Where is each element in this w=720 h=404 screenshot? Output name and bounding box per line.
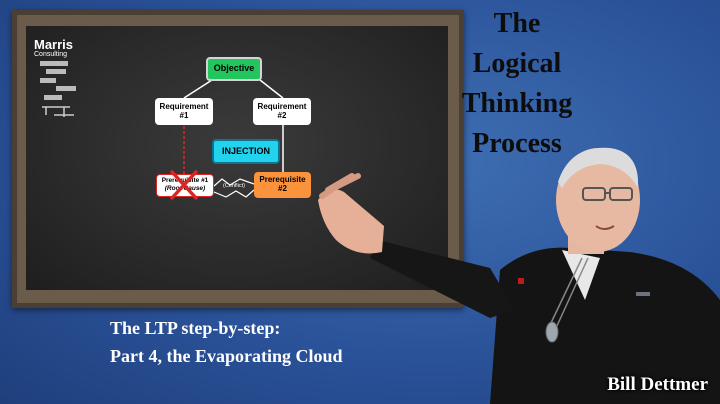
title-line-1: The (493, 8, 541, 39)
title-line-4: Process (472, 128, 562, 159)
conflict-label: (Conflict) (218, 182, 250, 190)
presenter-figure (318, 147, 720, 404)
subtitle-line-2: Part 4, the Evaporating Cloud (110, 346, 343, 366)
prerequisite-2-label: Prerequisite (259, 175, 306, 184)
requirement-2-label: Requirement (257, 102, 307, 111)
requirement-1-number: #1 (179, 111, 189, 120)
title-line-3: Thinking (461, 88, 573, 119)
cross-icon (170, 170, 198, 200)
marris-logo: Marris Consulting (34, 38, 88, 134)
prerequisite-2-box: Prerequisite #2 (254, 172, 311, 198)
requirement-1-label: Requirement (159, 102, 209, 111)
prerequisite-1-label: Prerequisite #1 (161, 177, 209, 184)
requirement-1-box: Requirement #1 (155, 98, 213, 125)
requirement-2-box: Requirement #2 (253, 98, 311, 125)
prerequisite-2-number: #2 (278, 184, 287, 193)
injection-label: INJECTION (221, 146, 270, 156)
subtitle-line-1: The LTP step-by-step: (110, 318, 281, 338)
title-line-2: Logical (472, 48, 562, 79)
requirement-2-number: #2 (277, 111, 287, 120)
objective-label: Objective (213, 63, 255, 73)
objective-box: Objective (206, 57, 262, 81)
logo-subtitle: Consulting (34, 51, 68, 58)
logo-name: Marris (34, 37, 74, 52)
presenter-name: Bill Dettmer (607, 374, 708, 395)
conflict-text: (Conflict) (222, 183, 245, 189)
logo-flowchart-icon (40, 61, 76, 117)
injection-box: INJECTION (212, 139, 280, 164)
